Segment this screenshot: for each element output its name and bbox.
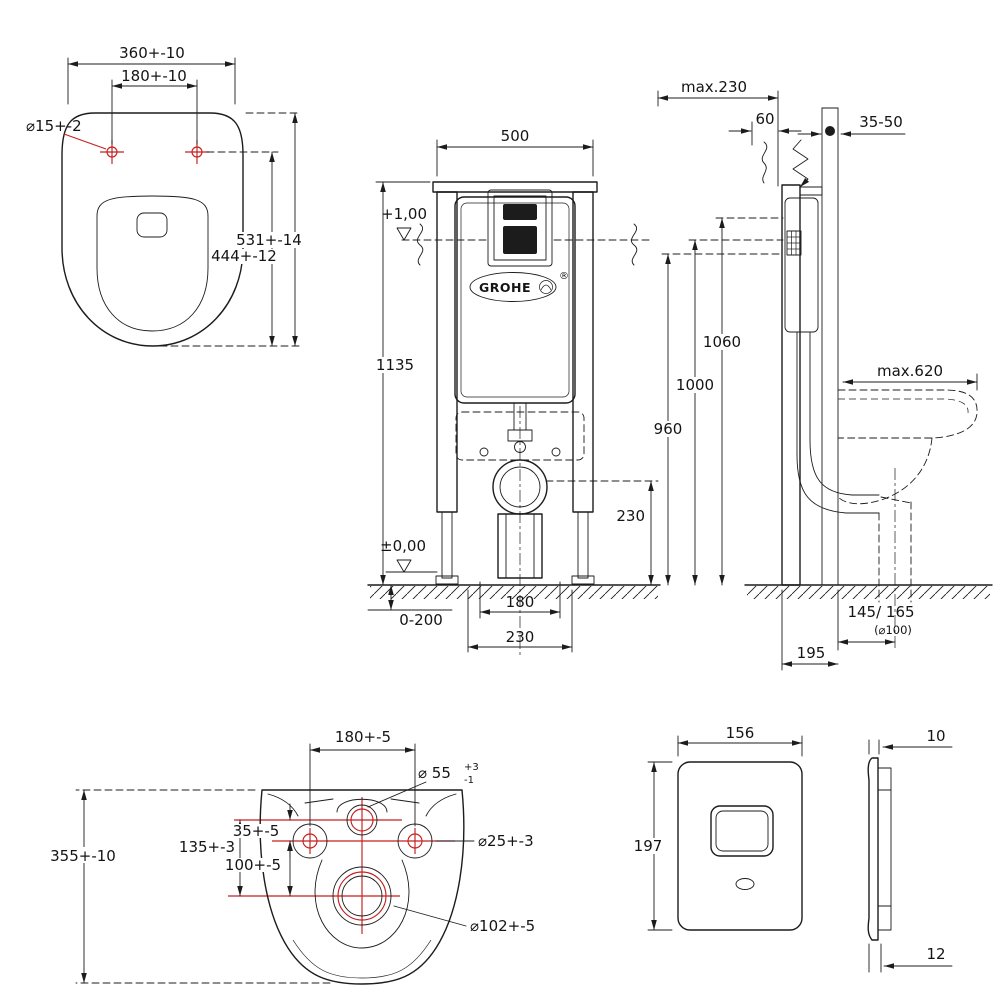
dim-max-depth: max.230	[681, 78, 747, 96]
bowl-side-profile	[837, 389, 978, 439]
break-symbol-side	[761, 141, 768, 184]
dim-wall-range: 35-50	[859, 113, 903, 131]
d102-leader	[393, 905, 467, 927]
frame-right-foot	[577, 511, 589, 579]
dim-outlet-offset: 145/ 165	[847, 603, 914, 621]
dim-depth-front: 444+-12	[211, 247, 277, 265]
dim-thickness-top: 10	[926, 727, 945, 745]
level-plus-label: +1,00	[381, 205, 427, 223]
plate-side-profile	[867, 757, 879, 941]
level-symbol-floor	[396, 559, 412, 573]
dim-max620: max.620	[877, 362, 943, 380]
dim-hole-dia: ⌀15+-2	[26, 117, 82, 135]
supply-pipe-section	[825, 126, 835, 136]
dim-depth-total: 531+-14	[236, 231, 302, 249]
outlet-hole	[332, 866, 392, 926]
outlet-elbow	[796, 454, 880, 514]
level-symbol-top	[396, 227, 412, 241]
dim-offset-top: 35+-5	[233, 822, 280, 840]
floor-hatching-side	[747, 586, 990, 599]
dim-center-hole-tol-minus: -1	[464, 775, 474, 786]
dim-plate-width: 156	[726, 724, 755, 742]
dim-1000: 1000	[676, 376, 714, 394]
center-fixing-hole	[346, 804, 378, 836]
cistern-tank	[454, 196, 576, 404]
dim-frame-depth: 195	[797, 644, 826, 662]
dim-frame-height: 1135	[376, 356, 414, 374]
side-fixing-holes	[302, 828, 423, 854]
dim-outlet-pipe: (⌀100)	[874, 623, 912, 637]
bowl-seat-outline	[96, 195, 209, 332]
dim-outlet-width: 180	[506, 593, 535, 611]
d55-leader	[367, 781, 427, 808]
dim-outlet-hole: ⌀102+-5	[470, 917, 535, 935]
dim-hole-spacing: 180+-10	[121, 67, 187, 85]
supply-hose-arrow	[792, 139, 810, 188]
flush-valve-upper	[503, 204, 537, 220]
frame-front-view: GROHE ®	[367, 127, 661, 655]
toilet-back-view: 180+-5 ⌀ 55 +3 -1 355+-10 35+-5 135+-3 1…	[50, 728, 535, 985]
floor-hatching	[370, 586, 658, 599]
frame-left-foot	[441, 511, 453, 579]
break-symbol-right	[631, 223, 638, 266]
break-symbol-left	[417, 223, 424, 266]
dim-side-hole: ⌀25+-3	[478, 832, 534, 850]
seat-hinge-detail	[136, 212, 168, 238]
dim-offset-low: 100+-5	[225, 856, 281, 874]
dim-height-total: 355+-10	[50, 847, 116, 865]
dim-thickness-bottom: 12	[926, 945, 945, 963]
dim-center-hole-tol-plus: +3	[464, 762, 479, 773]
plate-logo-oval	[735, 878, 755, 890]
dim-top-offset: 60	[755, 110, 774, 128]
flush-plate-view: 156 197 10 12	[628, 724, 953, 973]
dim-1060: 1060	[703, 333, 741, 351]
dim-frame-width: 500	[501, 127, 530, 145]
dim-foot-range: 0-200	[399, 611, 443, 629]
dim-plate-height: 197	[634, 837, 663, 855]
back-outline	[259, 789, 465, 985]
bowl-outer-outline	[61, 112, 244, 347]
frame-top-crossbar	[432, 181, 598, 193]
brand-text: GROHE	[479, 280, 531, 295]
plate-outline	[677, 761, 803, 931]
dim-offset-mid: 135+-3	[179, 838, 235, 856]
flush-valve-lower	[503, 226, 537, 254]
frame-side-view: max.230 60 35-50 960 1000 1060 max.620 1…	[649, 78, 993, 671]
dim-960: 960	[654, 420, 683, 438]
registered-mark: ®	[559, 271, 569, 282]
hole-dia-leader	[63, 133, 107, 150]
dim-center-hole: ⌀ 55	[418, 764, 451, 782]
grohe-logo: GROHE ®	[469, 271, 569, 302]
plate-side-frame	[877, 767, 892, 931]
dim-hole-spacing-back: 180+-5	[335, 728, 391, 746]
plate-button-outer	[710, 805, 774, 857]
dim-outlet-spacing: 230	[506, 628, 535, 646]
dim-outlet-height: 230	[616, 507, 645, 525]
plate-button-inner	[715, 810, 769, 852]
cistern-side	[784, 197, 819, 333]
dim-bowl-width: 360+-10	[119, 44, 185, 62]
trapway-outline	[314, 859, 410, 949]
flush-plate-opening	[487, 189, 553, 267]
toilet-top-view: 360+-10 180+-10 ⌀15+-2 531+-14 444+-12	[26, 44, 302, 347]
level-zero-label: ±0,00	[380, 537, 426, 555]
